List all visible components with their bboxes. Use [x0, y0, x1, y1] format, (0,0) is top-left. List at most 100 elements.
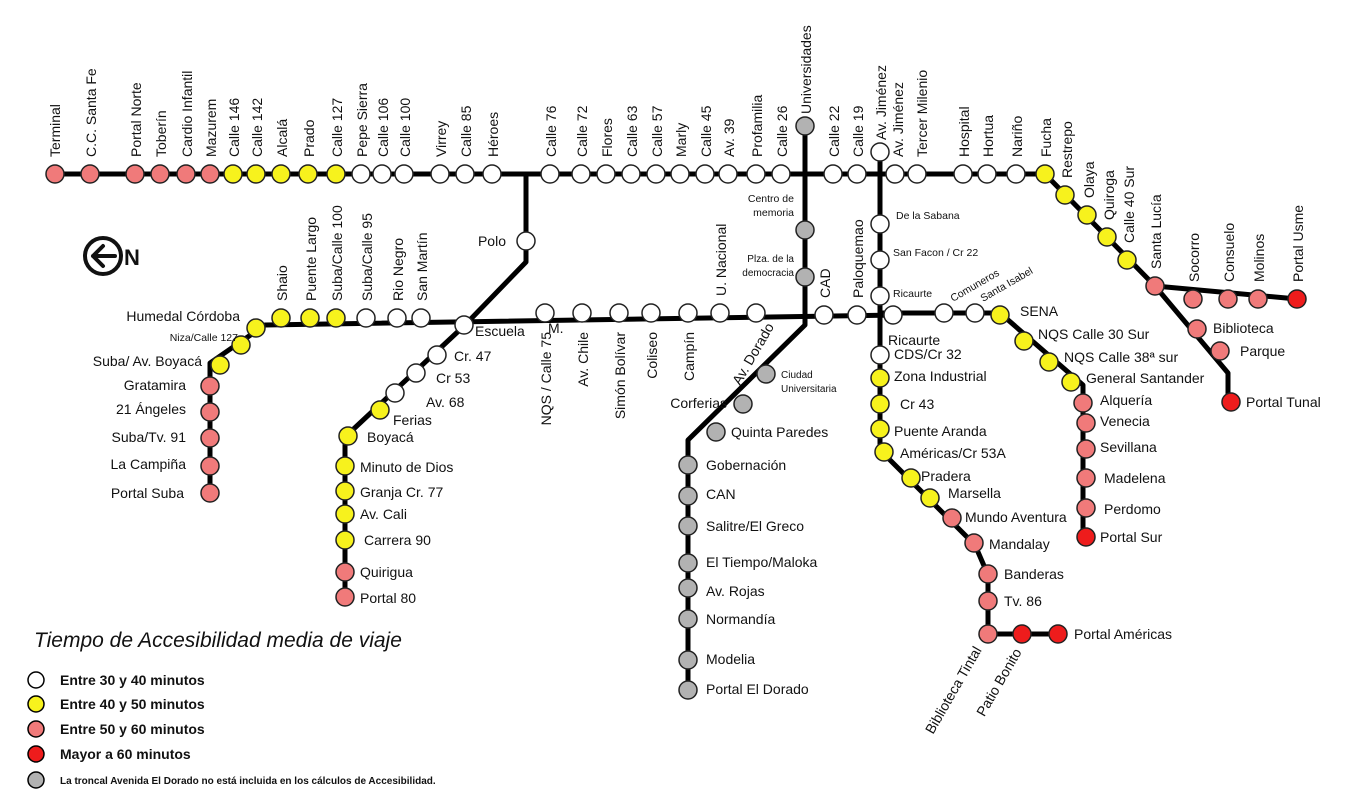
station-marker-quirigua[interactable]: [335, 562, 355, 582]
station-marker-calle-76[interactable]: [540, 164, 560, 184]
station-marker-prado[interactable]: [298, 164, 318, 184]
station-marker-calle-63[interactable]: [621, 164, 641, 184]
station-marker-normandia[interactable]: [678, 609, 698, 629]
station-marker-mundo-aventura[interactable]: [942, 508, 962, 528]
station-marker-av-68[interactable]: [385, 383, 405, 403]
station-marker-heroes[interactable]: [482, 164, 502, 184]
station-marker-nqs-calle-38-sur[interactable]: [1039, 352, 1059, 372]
station-marker-portal-americas[interactable]: [1048, 624, 1068, 644]
station-marker-cr-47[interactable]: [427, 345, 447, 365]
station-marker-suba-calle-95[interactable]: [356, 308, 376, 328]
station-marker-consuelo[interactable]: [1218, 289, 1238, 309]
station-marker-tv-86[interactable]: [978, 591, 998, 611]
station-marker-de-la-sabana[interactable]: [870, 214, 890, 234]
station-marker-patio-bonito[interactable]: [1012, 624, 1032, 644]
station-marker-calle-106[interactable]: [372, 164, 392, 184]
station-marker-marly[interactable]: [670, 164, 690, 184]
station-marker-portal-norte[interactable]: [125, 164, 145, 184]
station-marker-calle-100[interactable]: [394, 164, 414, 184]
station-marker-modelia[interactable]: [678, 650, 698, 670]
station-marker-mandalay[interactable]: [964, 533, 984, 553]
station-marker-av-jimenez[interactable]: [870, 142, 890, 162]
station-marker-la-campina[interactable]: [200, 456, 220, 476]
station-marker-molinos[interactable]: [1248, 289, 1268, 309]
station-marker-pradera[interactable]: [901, 468, 921, 488]
station-marker-sena[interactable]: [990, 305, 1010, 325]
station-marker-santa-lucia[interactable]: [1145, 276, 1165, 296]
station-marker-calle-127[interactable]: [326, 164, 346, 184]
station-marker-minuto-de-dios[interactable]: [335, 456, 355, 476]
station-marker-plza-de-la-democracia[interactable]: [795, 267, 815, 287]
station-marker-rio-negro[interactable]: [387, 308, 407, 328]
station-marker-puente-largo[interactable]: [300, 308, 320, 328]
station-marker-calle-85[interactable]: [455, 164, 475, 184]
station-marker-simon-bolivar[interactable]: [609, 303, 629, 323]
station-marker-av-rojas[interactable]: [678, 578, 698, 598]
station-marker-portal-80[interactable]: [335, 587, 355, 607]
station-marker-portal-el-dorado[interactable]: [678, 680, 698, 700]
station-marker-socorro[interactable]: [1183, 289, 1203, 309]
station-marker-calle-72[interactable]: [571, 164, 591, 184]
station-marker-campin[interactable]: [678, 303, 698, 323]
station-marker-quinta-paredes[interactable]: [706, 422, 726, 442]
station-marker-terminal[interactable]: [45, 164, 65, 184]
station-marker-portal-suba[interactable]: [200, 483, 220, 503]
station-marker-tercer-milenio[interactable]: [907, 164, 927, 184]
station-marker-av-39[interactable]: [718, 164, 738, 184]
station-marker-zona-industrial[interactable]: [870, 368, 890, 388]
station-marker-comuneros[interactable]: [934, 303, 954, 323]
station-marker-flores[interactable]: [596, 164, 616, 184]
station-marker-gobernacion[interactable]: [678, 455, 698, 475]
station-marker-suba-calle-100[interactable]: [326, 308, 346, 328]
station-marker-ricaurte[interactable]: [870, 286, 890, 306]
station-marker-ciudad-universitaria[interactable]: [756, 364, 776, 384]
station-marker-alqueria[interactable]: [1073, 393, 1093, 413]
station-marker-av-cali[interactable]: [335, 504, 355, 524]
station-marker-universidades[interactable]: [795, 116, 815, 136]
station-marker-cardio-infantil[interactable]: [176, 164, 196, 184]
station-marker-quiroga[interactable]: [1097, 227, 1117, 247]
station-marker-coliseo[interactable]: [641, 303, 661, 323]
station-marker-calle-57[interactable]: [646, 164, 666, 184]
station-marker-narino[interactable]: [1006, 164, 1026, 184]
station-marker-hospital[interactable]: [953, 164, 973, 184]
station-marker-21-angeles[interactable]: [200, 402, 220, 422]
station-marker-corferias[interactable]: [733, 394, 753, 414]
station-marker-mazurem[interactable]: [200, 164, 220, 184]
station-marker-nqs-calle-30-sur[interactable]: [1014, 331, 1034, 351]
station-marker-profamilia[interactable]: [746, 164, 766, 184]
station-marker-c-c-santa-fe[interactable]: [80, 164, 100, 184]
station-marker-calle-22[interactable]: [823, 164, 843, 184]
station-marker-calle-142[interactable]: [246, 164, 266, 184]
station-marker-centro-de-memoria[interactable]: [795, 220, 815, 240]
station-marker-biblioteca-tintal[interactable]: [978, 624, 998, 644]
station-marker-u-nacional[interactable]: [710, 303, 730, 323]
station-marker-can[interactable]: [678, 486, 698, 506]
station-marker-nqs-calle-75[interactable]: [535, 303, 555, 323]
station-marker-biblioteca[interactable]: [1187, 319, 1207, 339]
station-marker-paloquemao[interactable]: [847, 305, 867, 325]
station-marker-el-tiempo-maloka[interactable]: [678, 553, 698, 573]
station-marker-alcala[interactable]: [271, 164, 291, 184]
station-marker-toberin[interactable]: [150, 164, 170, 184]
station-marker-humedal-cordoba[interactable]: [246, 318, 266, 338]
station-marker-cr-43[interactable]: [870, 394, 890, 414]
station-marker-calle-40-sur[interactable]: [1117, 250, 1137, 270]
station-marker-suba-av-boyaca[interactable]: [210, 355, 230, 375]
station-marker-calle-146[interactable]: [223, 164, 243, 184]
station-marker-ricaurte[interactable]: [883, 305, 903, 325]
station-marker-parque[interactable]: [1210, 341, 1230, 361]
station-marker-virrey[interactable]: [430, 164, 450, 184]
station-marker-puente-aranda[interactable]: [870, 419, 890, 439]
station-marker-pepe-sierra[interactable]: [351, 164, 371, 184]
station-marker-san-facon-cr-22[interactable]: [870, 250, 890, 270]
station-marker-carrera-90[interactable]: [335, 530, 355, 550]
station-marker-polo[interactable]: [516, 231, 536, 251]
station-marker-calle-45[interactable]: [695, 164, 715, 184]
station-marker-av-jimenez[interactable]: [885, 164, 905, 184]
station-marker-olaya[interactable]: [1077, 205, 1097, 225]
station-marker-portal-sur[interactable]: [1076, 527, 1096, 547]
station-marker-madelena[interactable]: [1076, 468, 1096, 488]
station-marker-av-chile[interactable]: [572, 303, 592, 323]
station-marker-marsella[interactable]: [920, 488, 940, 508]
